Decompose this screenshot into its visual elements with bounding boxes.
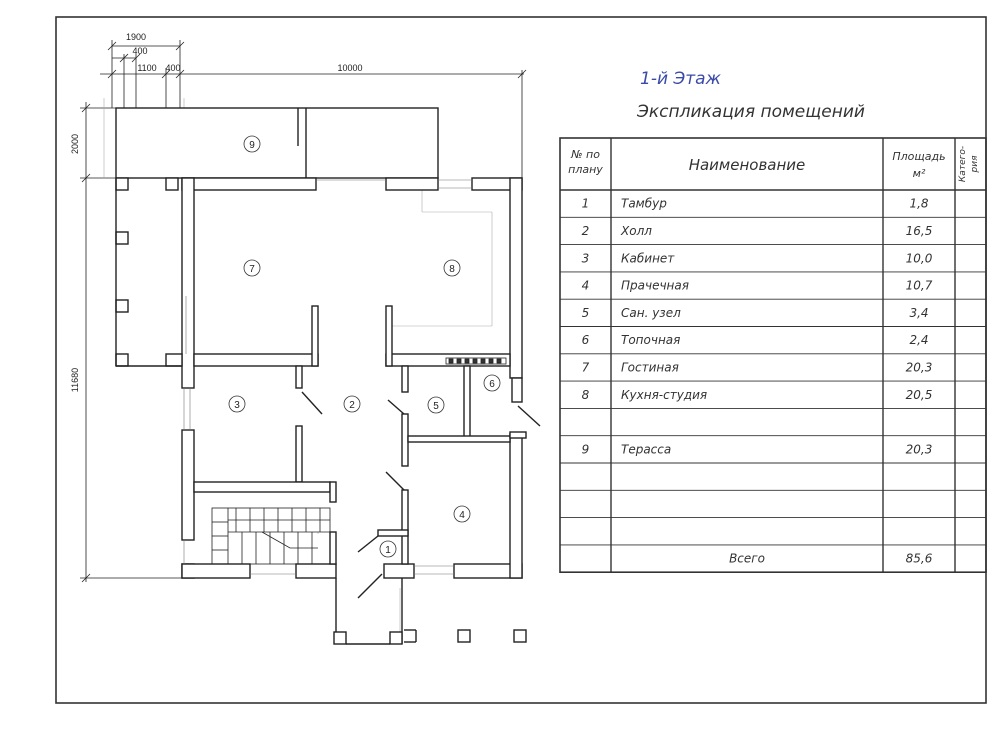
row-area: 2,4 <box>909 333 928 347</box>
room-markers: 9 7 8 3 2 5 6 4 <box>228 135 501 558</box>
row-number: 5 <box>582 306 590 320</box>
header-number-line2: плану <box>568 163 603 176</box>
terrace-columns <box>115 177 183 367</box>
row-number: 1 <box>582 197 590 211</box>
svg-text:3: 3 <box>234 400 240 411</box>
row-number: 7 <box>582 360 590 374</box>
row-number: 3 <box>582 251 590 265</box>
row-area: 16,5 <box>906 224 933 238</box>
svg-text:5: 5 <box>433 401 439 412</box>
room-marker-5: 5 <box>427 396 445 414</box>
row-area: 20,3 <box>906 442 933 456</box>
row-name: Сан. узел <box>621 306 681 320</box>
table-row: 4 Прачечная 10,7 <box>582 279 933 293</box>
explication-title: Экспликация помещений <box>636 102 865 122</box>
row-area: 3,4 <box>909 306 928 320</box>
dim-10000: 10000 <box>337 63 362 73</box>
header-number-line1: № по <box>570 148 600 161</box>
stove-icon <box>445 357 507 365</box>
dim-400-a: 400 <box>132 46 147 56</box>
row-number: 6 <box>582 333 590 347</box>
svg-text:9: 9 <box>249 140 255 151</box>
total-label: Всего <box>729 552 765 566</box>
windows <box>183 179 472 575</box>
row-name: Кухня-студия <box>621 388 707 402</box>
row-name: Терасса <box>621 442 671 456</box>
table-row: 8 Кухня-студия 20,5 <box>582 388 933 402</box>
room-marker-4: 4 <box>453 505 471 523</box>
row-name: Гостиная <box>621 360 679 374</box>
row-area: 10,7 <box>906 279 933 293</box>
header-category-line1: Катего- <box>958 146 968 182</box>
table-frame <box>559 137 987 574</box>
dim-1100: 1100 <box>137 63 156 73</box>
svg-text:1: 1 <box>385 545 391 556</box>
row-name: Прачечная <box>621 279 689 293</box>
table-row: 1 Тамбур 1,8 <box>582 197 929 211</box>
explication-table: № по плану Наименование Площадь м² Катего-рия… <box>559 137 987 574</box>
exterior-walls <box>181 177 523 579</box>
header-name: Наименование <box>689 156 806 174</box>
guide-lines <box>103 98 493 640</box>
row-number: 2 <box>582 224 590 238</box>
room-marker-6: 6 <box>483 374 501 392</box>
door-swings <box>301 391 541 599</box>
dim-2000: 2000 <box>70 134 80 154</box>
room-marker-2: 2 <box>343 395 361 413</box>
dim-400-b: 400 <box>165 63 180 73</box>
dimension-lines-left <box>80 102 184 583</box>
table-row: 9 Терасса 20,3 <box>582 442 933 456</box>
row-area: 1,8 <box>909 197 928 211</box>
row-name: Тамбур <box>621 197 667 211</box>
row-name: Холл <box>620 224 652 238</box>
terrace-walls <box>115 107 439 179</box>
header-category-line2: рия <box>970 155 980 174</box>
row-number: 8 <box>582 388 590 402</box>
row-number: 9 <box>582 442 590 456</box>
dimension-lines-top <box>100 40 527 190</box>
dim-1900: 1900 <box>126 32 146 42</box>
dim-11680: 11680 <box>70 368 80 392</box>
table-row: 5 Сан. узел 3,4 <box>582 306 929 320</box>
table-row: 2 Холл 16,5 <box>582 224 933 238</box>
floor-plan <box>80 40 541 645</box>
staircase <box>211 507 331 565</box>
svg-text:8: 8 <box>449 264 455 275</box>
svg-text:6: 6 <box>489 379 495 390</box>
row-number: 4 <box>582 279 590 293</box>
row-name: Кабинет <box>621 251 675 265</box>
interior-walls <box>193 305 527 565</box>
table-row: 6 Топочная 2,4 <box>582 333 929 347</box>
svg-text:7: 7 <box>249 264 255 275</box>
total-area: 85,6 <box>906 552 933 566</box>
row-name: Топочная <box>621 333 680 347</box>
header-area-line1: Площадь <box>892 150 945 163</box>
handwritten-floor-note: 1-й Этаж <box>640 69 722 89</box>
room-marker-8: 8 <box>443 259 461 277</box>
entrance-porch <box>333 578 527 645</box>
row-area: 20,3 <box>906 360 933 374</box>
room-marker-3: 3 <box>228 395 246 413</box>
dimension-labels: 1900 400 1100 400 10000 2000 11680 <box>70 32 363 392</box>
table-row: 7 Гостиная 20,3 <box>582 360 933 374</box>
row-area: 20,5 <box>906 388 933 402</box>
svg-text:2: 2 <box>349 400 355 411</box>
table-row: 3 Кабинет 10,0 <box>582 251 933 265</box>
svg-text:4: 4 <box>459 510 465 521</box>
row-area: 10,0 <box>906 251 933 265</box>
room-marker-7: 7 <box>243 259 261 277</box>
room-marker-9: 9 <box>243 135 261 153</box>
room-marker-1: 1 <box>379 540 397 558</box>
header-area-line2: м² <box>913 167 926 180</box>
